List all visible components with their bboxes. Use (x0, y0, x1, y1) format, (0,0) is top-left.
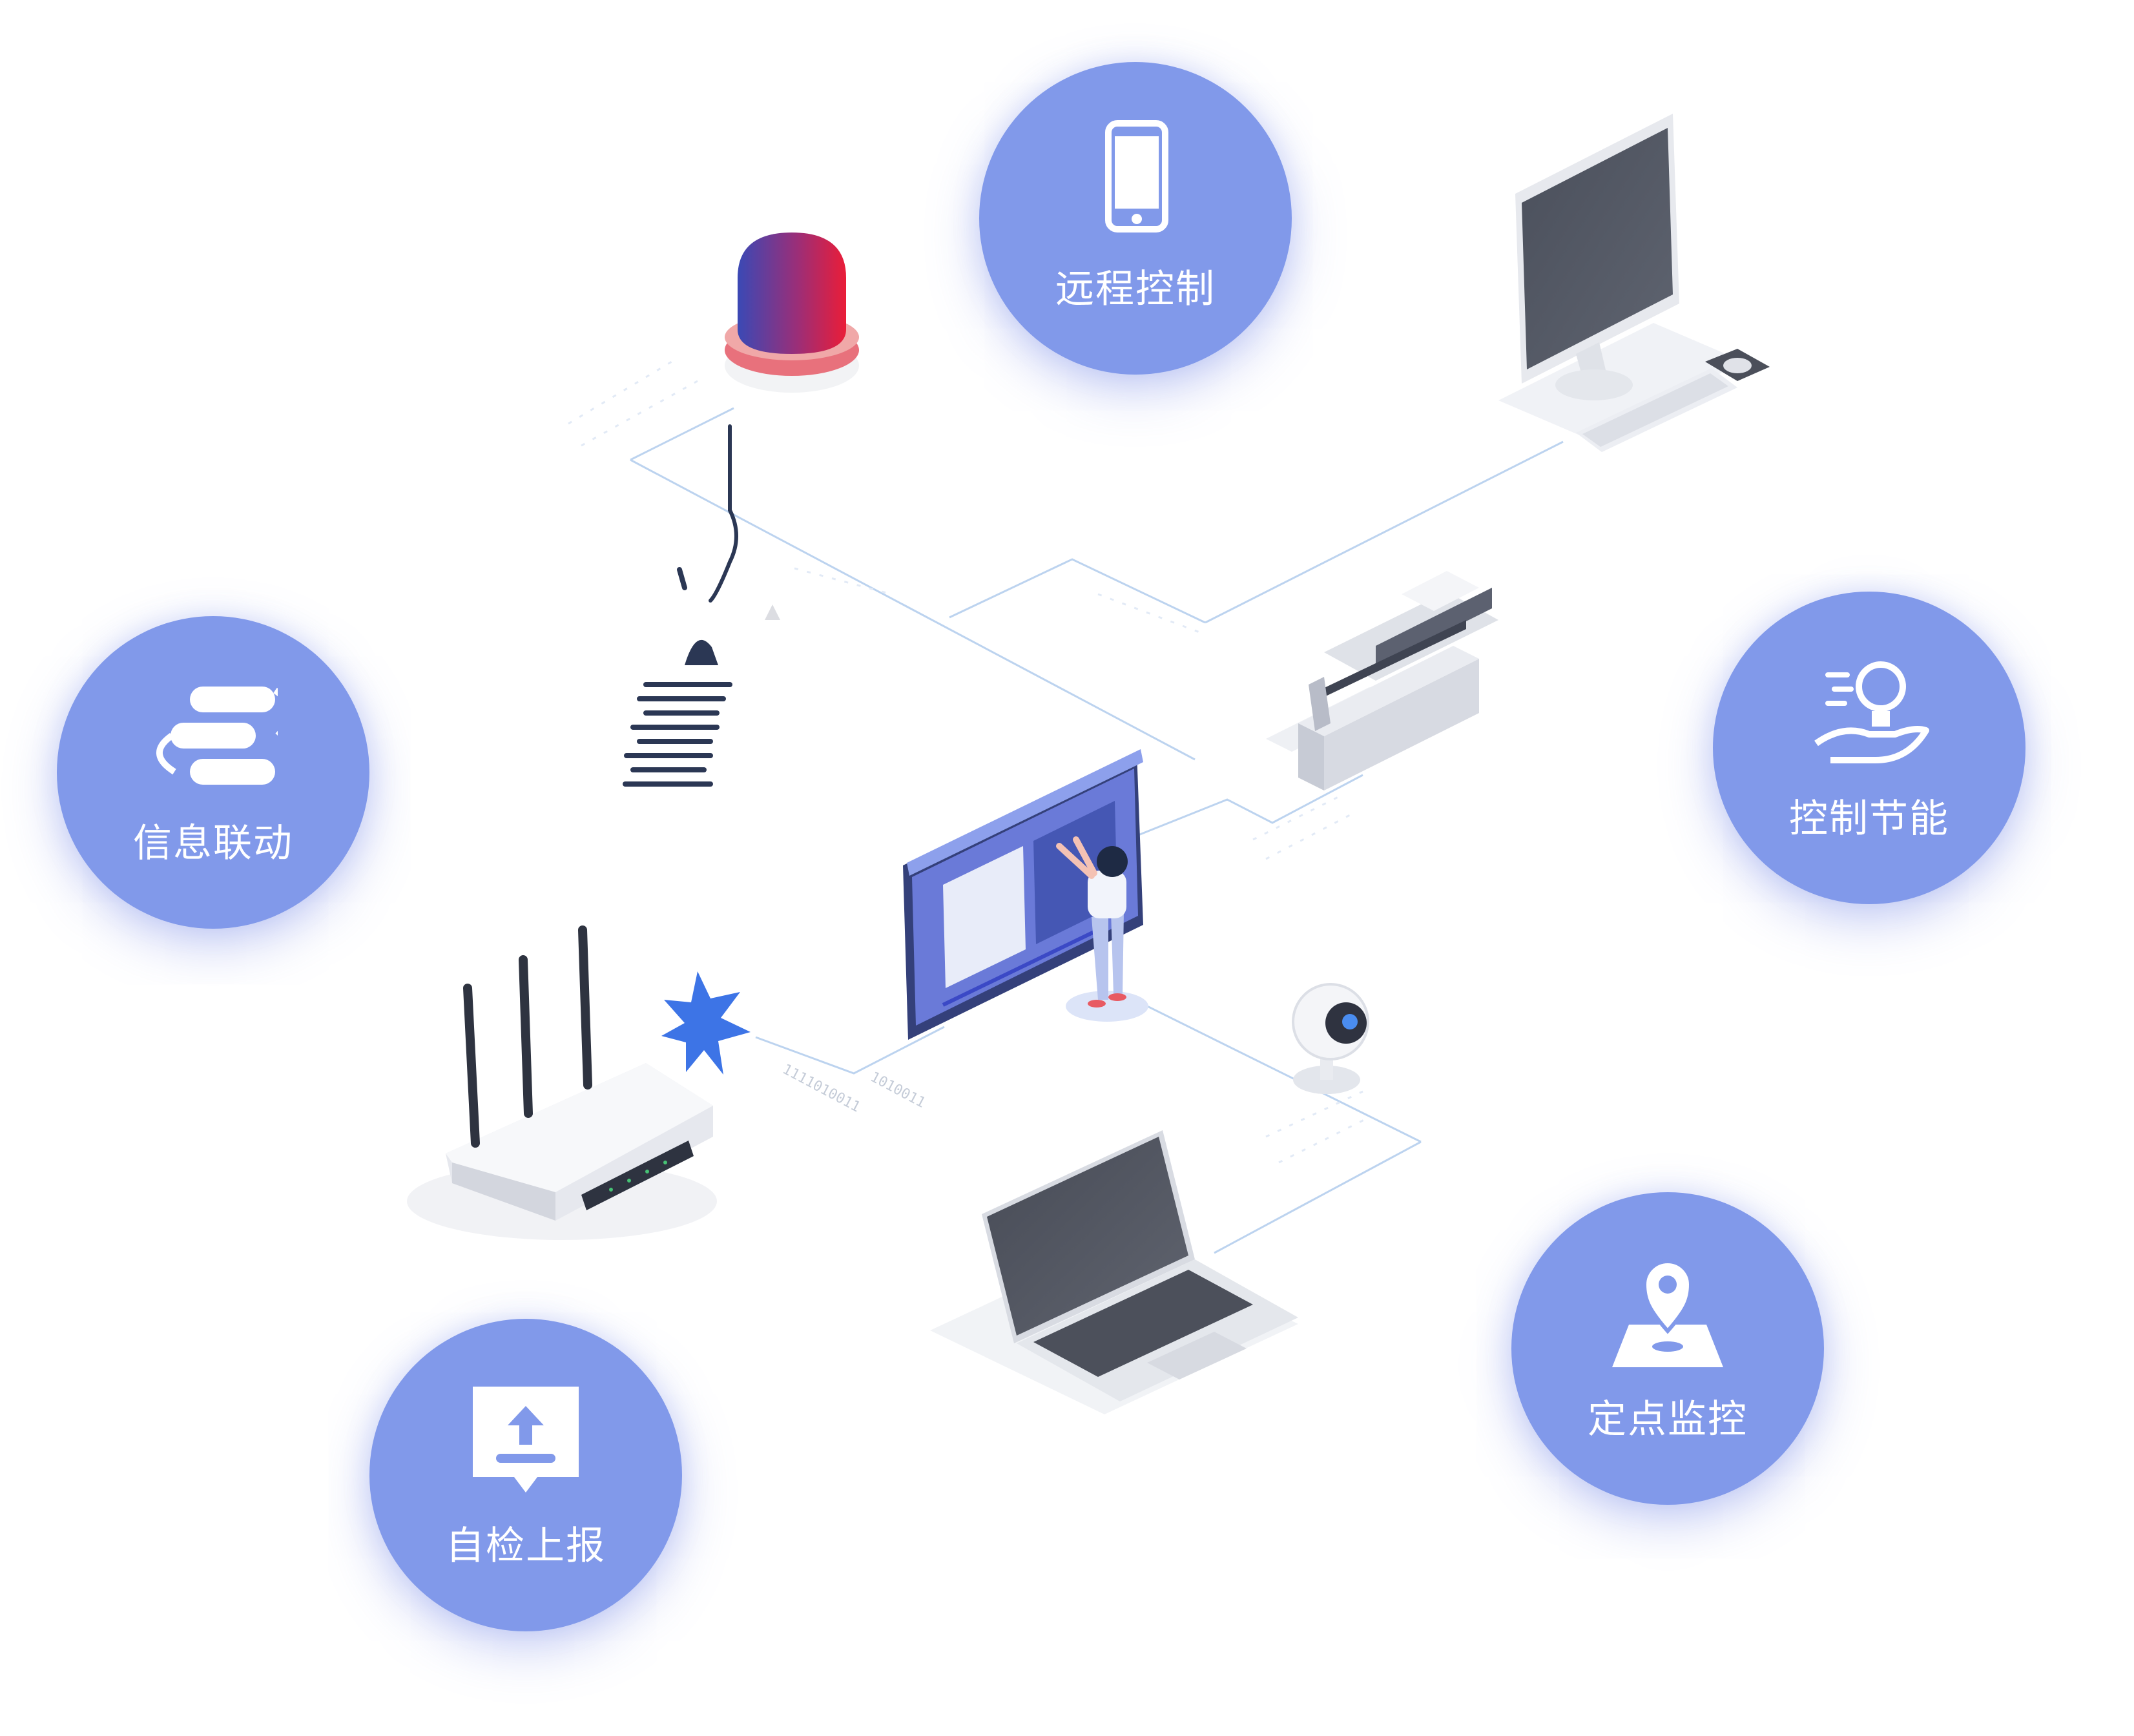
connector-laptop (1214, 1141, 1422, 1254)
smartphone-icon (1071, 117, 1200, 246)
binary-label-b: 1111010011 (780, 1061, 863, 1115)
energy-saving-circle[interactable]: 控制节能 (1713, 592, 2025, 904)
fixed-point-label: 定点监控 (1588, 1396, 1748, 1442)
upload-report-icon (461, 1374, 590, 1503)
linked-stack-icon (149, 671, 278, 800)
connector-router (755, 1026, 945, 1075)
connector-camera (1123, 993, 1422, 1143)
document (623, 639, 732, 787)
lightbulb-hand-icon (1805, 646, 1934, 776)
laptop (930, 1130, 1298, 1414)
printer (1266, 571, 1498, 790)
self-check-circle[interactable]: 自检上报 (369, 1319, 682, 1631)
energy-saving-label: 控制节能 (1789, 796, 1949, 842)
info-linkage-circle[interactable]: 信息联动 (57, 616, 369, 929)
connector-mid-branch (949, 558, 1206, 624)
hook (677, 424, 780, 620)
camera (1292, 983, 1369, 1094)
remote-control-circle[interactable]: 远程控制 (979, 62, 1292, 375)
fixed-point-circle[interactable]: 定点监控 (1511, 1192, 1824, 1505)
connector-printer (1110, 774, 1363, 847)
touch-screen (903, 749, 1143, 1040)
connector-lines (630, 407, 1564, 1254)
desktop-computer (1498, 114, 1770, 452)
binary-label-a: 1010011 (867, 1069, 928, 1111)
person (1056, 836, 1148, 1022)
data-stream-lines (568, 360, 1370, 1164)
connector-desktop (1205, 440, 1564, 624)
spark (661, 971, 751, 1075)
router (407, 925, 717, 1240)
map-pin-icon (1603, 1247, 1732, 1376)
self-check-label: 自检上报 (446, 1523, 606, 1569)
connector-main-diagonal (630, 459, 1196, 761)
connector-alarm (630, 407, 734, 461)
remote-control-label: 远程控制 (1055, 266, 1216, 312)
info-linkage-label: 信息联动 (133, 820, 293, 866)
alarm-light (725, 232, 859, 393)
